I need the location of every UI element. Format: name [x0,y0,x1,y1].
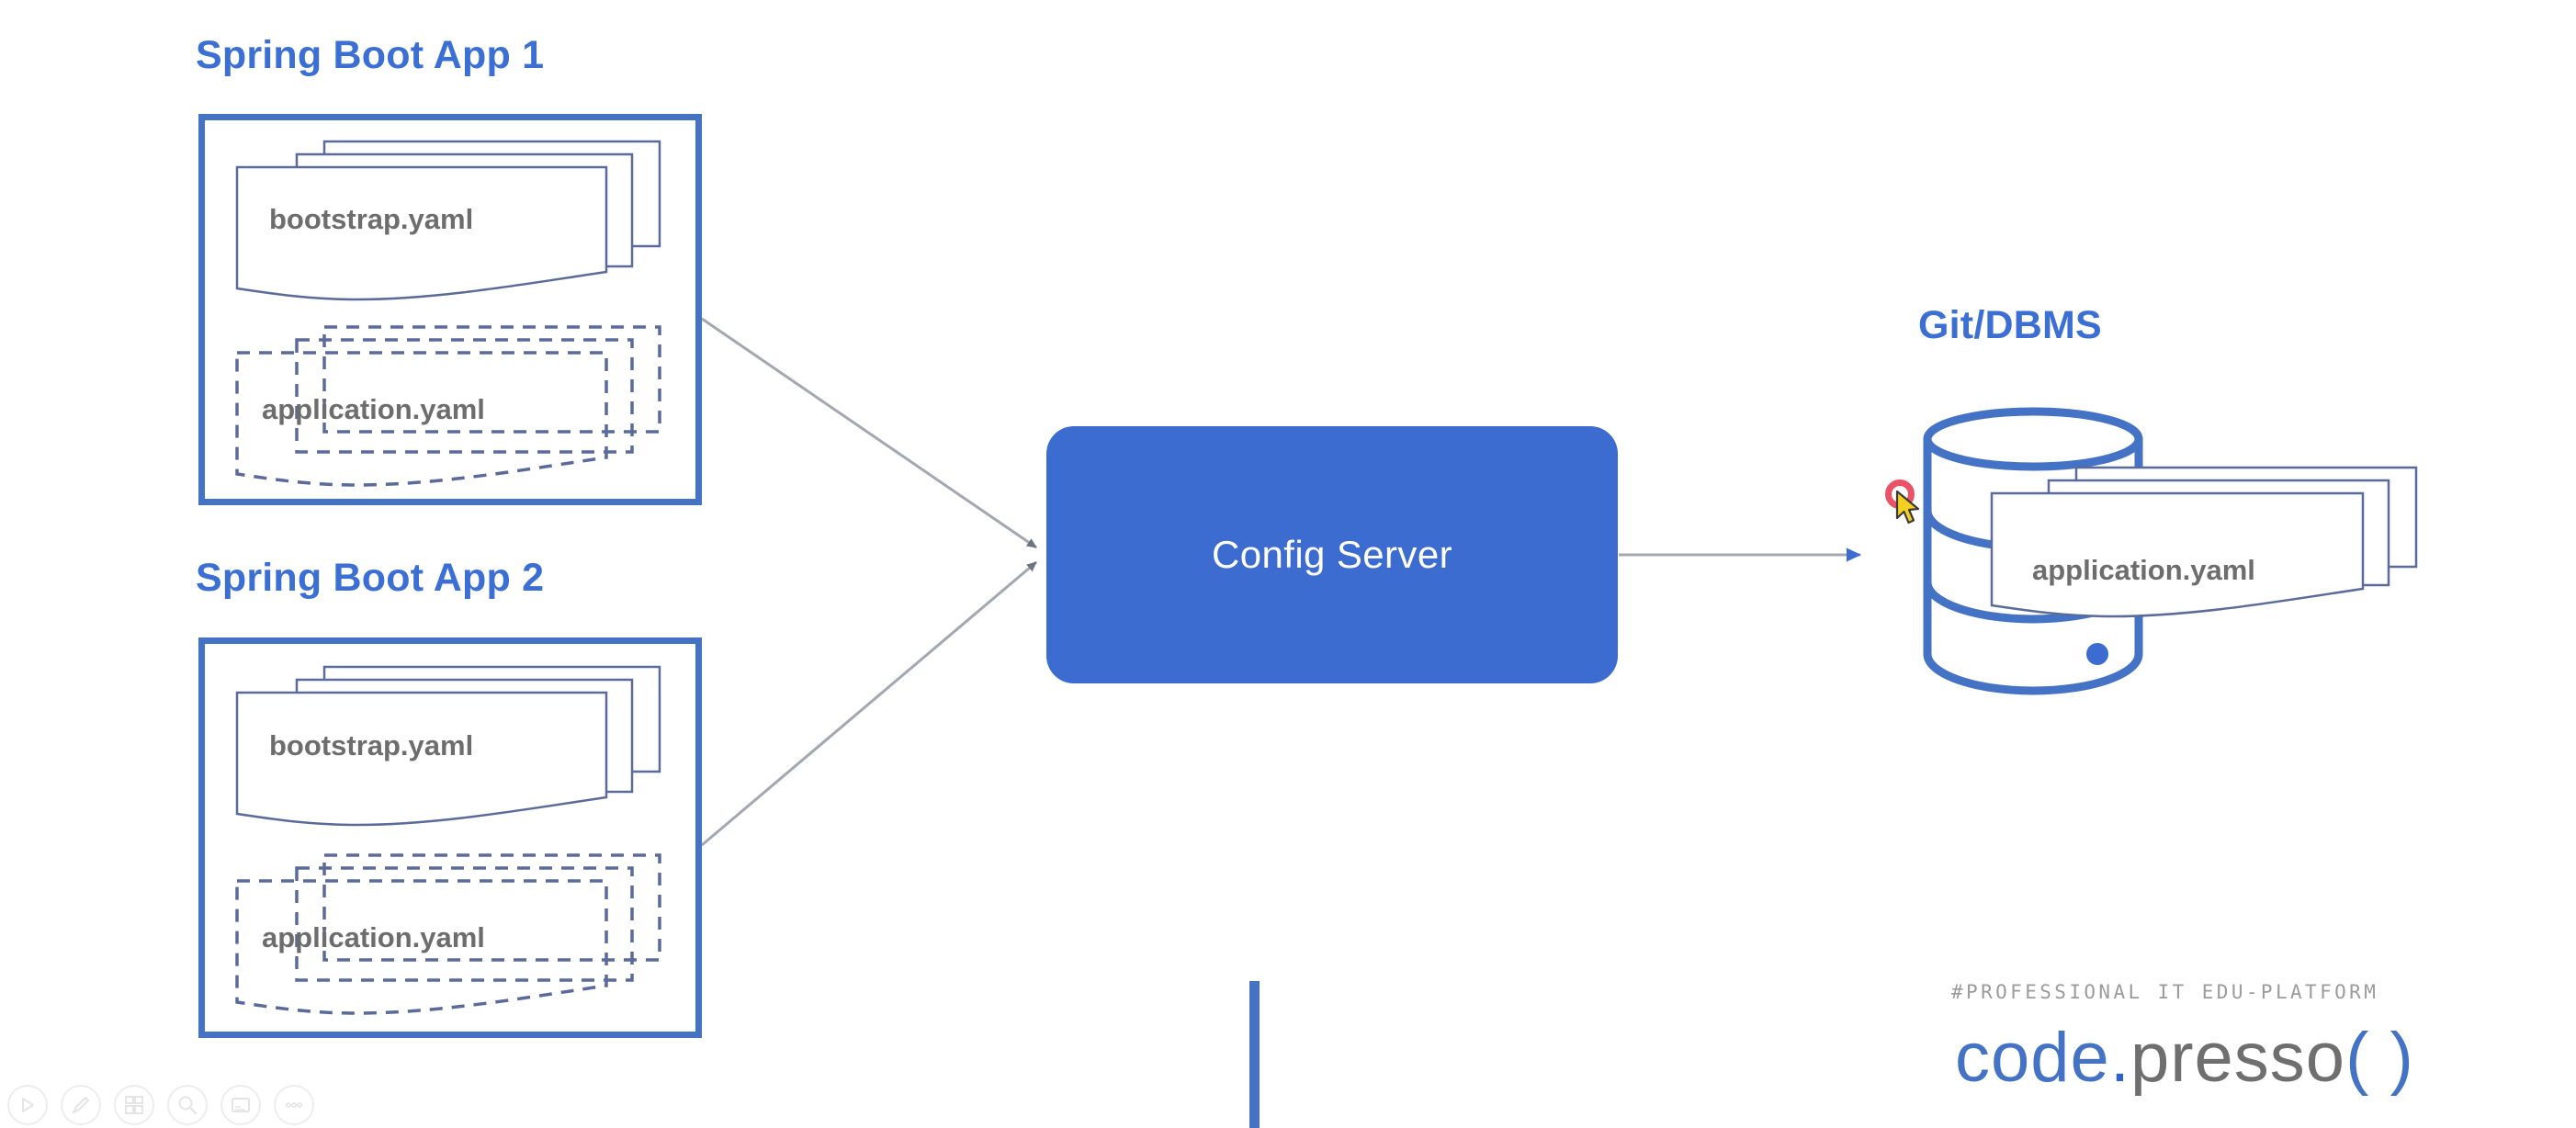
brand-logo-parens: ( ) [2345,1019,2414,1097]
presentation-toolbar [7,1085,314,1125]
brand-tagline: #PROFESSIONAL IT EDU-PLATFORM [1951,981,2379,1003]
connector-app2-to-config [701,560,1037,847]
more-icon [286,1102,302,1108]
brand-logo-code: code [1955,1019,2110,1097]
slide-accent-bar [1249,981,1260,1128]
config-server-label: Config Server [1212,533,1452,576]
brand-logo-presso: presso [2130,1019,2346,1097]
connector-app1-to-config [701,317,1037,549]
captions-button[interactable] [220,1085,261,1125]
layout-icon [125,1096,143,1114]
git-dbms-title: Git/DBMS [1918,303,2102,347]
caption-icon [232,1098,250,1112]
app1-bootstrap-doc-stack [235,140,661,301]
layout-button[interactable] [114,1085,154,1125]
zoom-button[interactable] [167,1085,208,1125]
database-status-dot [2086,643,2108,665]
app1-title: Spring Boot App 1 [196,33,545,77]
app2-bootstrap-label: bootstrap.yaml [269,729,474,761]
play-button[interactable] [7,1085,48,1125]
git-application-doc-stack [1990,466,2418,618]
app2-title: Spring Boot App 2 [196,556,545,600]
more-button[interactable] [274,1085,314,1125]
brand-logo-dot: . [2109,1019,2130,1097]
app2-bootstrap-doc-stack [235,665,661,827]
app2-application-doc-stack [235,853,661,1015]
app1-application-doc-stack [235,325,661,487]
app1-application-label: application.yaml [262,393,485,425]
git-application-label: application.yaml [2032,554,2255,586]
pen-button[interactable] [61,1085,101,1125]
search-icon [178,1096,198,1115]
play-icon [22,1098,34,1112]
app2-application-label: application.yaml [262,921,485,953]
brand-logo: code.presso( ) [1955,1018,2414,1098]
pen-icon [73,1097,89,1113]
app1-bootstrap-label: bootstrap.yaml [269,203,474,235]
config-server-node[interactable]: Config Server [1046,426,1618,683]
arrow-cursor-icon [1895,490,1920,525]
